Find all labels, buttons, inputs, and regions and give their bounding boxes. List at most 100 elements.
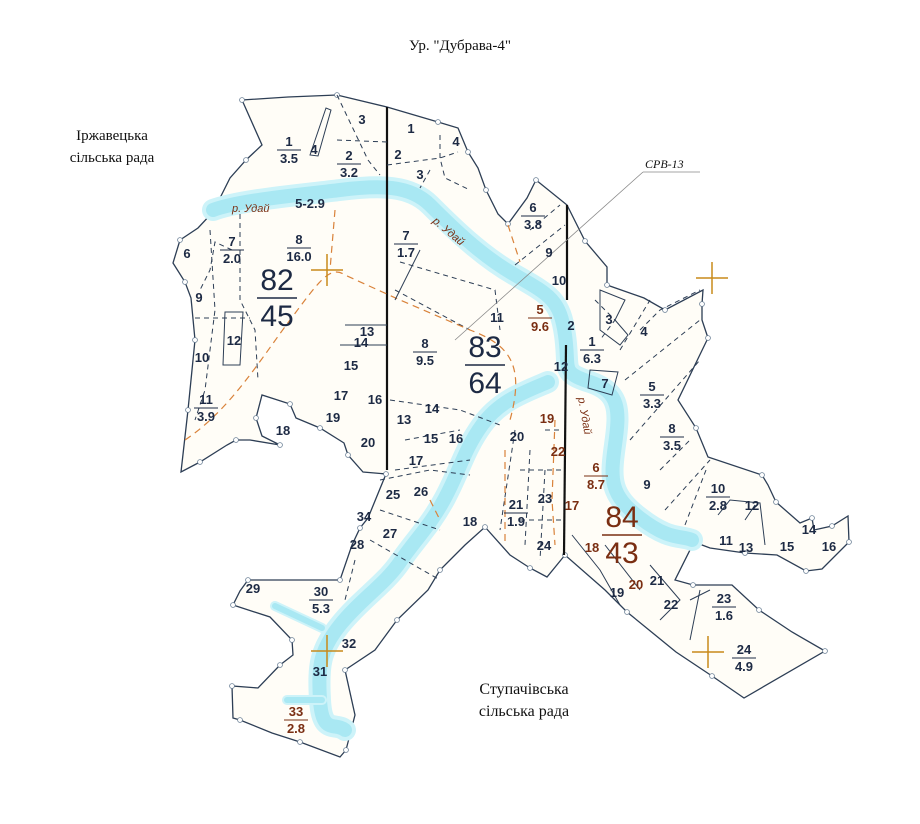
plot-line [239,214,259,381]
plot-area: 6.3 [583,351,601,366]
boundary-vertex [624,609,630,615]
plot-line [419,169,431,189]
boundary-vertex [822,648,828,654]
plot-number: 25 [386,487,400,502]
river-channel [206,180,699,547]
river-label-1: р. Удай [231,203,269,215]
boundary-vertex [690,582,696,588]
boundary-vertex [582,238,588,244]
plot-number: 20 [629,577,643,592]
plot-area: 3.8 [524,217,542,232]
boundary-vertex [243,157,249,163]
plot-line [514,224,566,266]
plot-number: 5 [536,302,543,317]
boundary-vertex [742,550,748,556]
plot-area: 8.7 [587,477,605,492]
plot-number: 13 [739,540,753,555]
plot-line [399,261,501,331]
plot-number: 21 [509,497,523,512]
boundary-vertex [297,739,303,745]
plot-number: 6 [529,200,536,215]
plot-number: 5-2.9 [295,196,325,211]
plot-line [336,94,381,176]
plot-area: 3.9 [197,409,215,424]
quarter-area: 43 [605,537,638,570]
plot-number: 15 [424,431,438,446]
plot-area: 9.6 [531,319,549,334]
plot-line [619,299,651,351]
plot-number: 2 [345,148,352,163]
plot-area: 3.5 [280,151,298,166]
boundary-vertex [277,442,283,448]
boundary-vertex [773,499,779,505]
plot-area: 2.8 [287,721,305,736]
boundary-vertex [357,525,363,531]
boundary-vertex [229,683,235,689]
plot-line [664,459,711,511]
boundary-vertex [182,279,188,285]
boundary-vertex [809,515,815,521]
plot-number: 32 [342,636,356,651]
plot-number: 8 [295,232,302,247]
plot-number: 6 [183,246,190,261]
plot-number: 12 [554,359,568,374]
plot-number: 3 [605,312,612,327]
plot-number: 8 [421,336,428,351]
plot-line [386,151,459,166]
plot-line [649,564,681,621]
boundary-vertex [803,568,809,574]
plot-number: 14 [425,401,440,416]
plot-line [529,204,561,231]
plot-number: 9 [545,245,552,260]
plot-line [499,429,516,531]
plot-number: 19 [326,410,340,425]
plot-number: 7 [601,376,608,391]
plot-line [539,469,546,561]
plot-line [309,107,332,157]
plot-area: 3.2 [340,165,358,180]
river-channel [272,603,325,631]
plot-number: 14 [354,335,369,350]
boundary-vertex [317,425,323,431]
quarter-number: 82 [260,264,293,297]
plot-number: 11 [490,310,504,325]
plot-number: 15 [780,539,794,554]
boundary-vertex [846,539,852,545]
plot-number: 10 [711,481,725,496]
boundary-vertex [345,452,351,458]
survey-line [507,224,521,263]
boundary-vertex [533,177,539,183]
plot-number: 10 [552,273,566,288]
region-label-south-1: Ступачівська [479,681,568,698]
boundary-vertex [709,673,715,679]
plot-number: 7 [228,234,235,249]
plot-number: 20 [361,435,375,450]
plot-number: 9 [643,477,650,492]
boundary-vertex [527,565,533,571]
plot-number: 11 [199,392,213,407]
survey-line [429,499,441,521]
boundary-vertex [253,415,259,421]
plot-number: 18 [463,514,477,529]
plot-number: 6 [592,460,599,475]
plot-number: 23 [717,591,731,606]
plot-number: 18 [276,423,290,438]
plot-area: 4.9 [735,659,753,674]
plot-line [379,509,441,531]
boundary-vertex [337,577,343,583]
boundary-vertex [394,617,400,623]
plot-number: 28 [350,537,364,552]
quarter-area: 45 [260,300,293,333]
plot-line [404,429,461,441]
plot-line [394,249,421,301]
plot-number: 15 [344,358,358,373]
plot-number: 23 [538,491,552,506]
plot-area: 2.0 [223,251,241,266]
plot-line [587,369,619,396]
plot-line [194,229,216,421]
boundary-vertex [756,607,762,613]
plot-number: 26 [414,484,428,499]
boundary-vertex [177,237,183,243]
marker-label: СРВ-13 [645,157,684,171]
